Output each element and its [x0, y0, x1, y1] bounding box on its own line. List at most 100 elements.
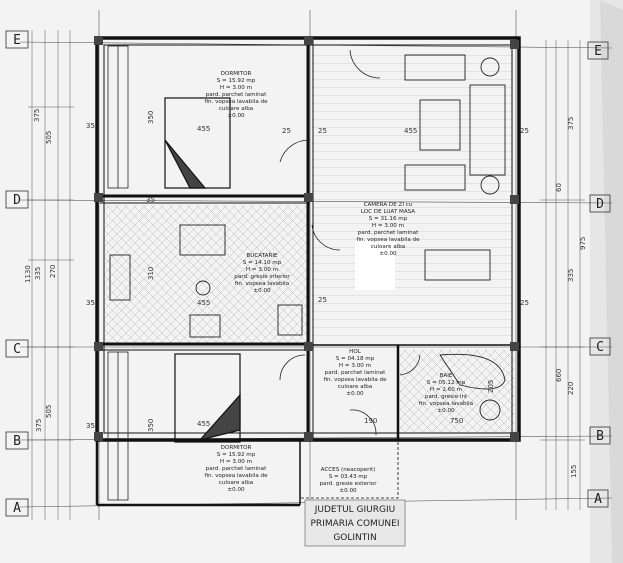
- room-dormitor-top: DORMITOR S = 15.92 mp H = 3.00 m pard. p…: [204, 71, 268, 119]
- axis-label-row-e: E: [13, 33, 21, 48]
- dim-label: 505: [45, 131, 53, 144]
- left-dimension-labels: 375 505 1130 335 270 505 375: [24, 109, 57, 432]
- room-name: BAIE: [440, 373, 453, 379]
- dim-label: 60: [555, 183, 563, 192]
- dim-label: 750: [450, 417, 463, 425]
- dim-label: 375: [567, 117, 575, 130]
- dim-label: 220: [567, 382, 575, 395]
- svg-text:H = 2.60 m: H = 2.60 m: [430, 387, 462, 393]
- svg-text:pard. parchet laminat: pard. parchet laminat: [325, 370, 386, 376]
- axis-label-col-a: A: [594, 492, 602, 507]
- svg-text:±0.00: ±0.00: [339, 488, 357, 494]
- dim-label: 660: [555, 369, 563, 382]
- axis-label-row-a: A: [13, 501, 21, 516]
- dim-label: 455: [404, 127, 417, 135]
- room-acces: ACCES (neacoperit) S = 03.43 mp pard. gr…: [319, 467, 377, 494]
- svg-text:fin. vopsea lavabila de: fin. vopsea lavabila de: [204, 99, 268, 105]
- svg-text:S = 03.43 mp: S = 03.43 mp: [329, 474, 368, 480]
- svg-text:S = 15.92 mp: S = 15.92 mp: [217, 452, 256, 458]
- kitchen-furniture: [109, 224, 303, 338]
- axis-label-col-b: B: [596, 429, 604, 444]
- svg-text:H = 3.00 m: H = 3.00 m: [220, 85, 252, 91]
- stamp-line: JUDETUL GIURGIU: [314, 505, 396, 515]
- axis-labels: E D C B A E D C B A: [5, 30, 611, 517]
- svg-text:LOC DE LUAT MASA: LOC DE LUAT MASA: [361, 209, 415, 215]
- svg-text:±0.00: ±0.00: [379, 251, 397, 257]
- room-name: BUCATARIE: [246, 253, 278, 259]
- svg-text:pard. parchet laminat: pard. parchet laminat: [358, 230, 419, 236]
- dim-label: 975: [579, 237, 587, 250]
- dim-label: 1130: [24, 265, 32, 283]
- dim-label: 335: [567, 269, 575, 282]
- svg-text:H = 3.00 m: H = 3.00 m: [372, 223, 404, 229]
- dim-label: 455: [197, 125, 210, 133]
- wardrobes: [107, 45, 129, 501]
- left-dimension-chain: [28, 30, 74, 520]
- room-name: DORMITOR: [221, 71, 252, 77]
- room-camera: CAMERA DE ZI cu LOC DE LUAT MASA S = 31.…: [356, 202, 420, 257]
- room-dormitor-bottom: DORMITOR S = 15.92 mp H = 3.00 m pard. p…: [204, 445, 268, 493]
- svg-text:fin. vopsea lavabila: fin. vopsea lavabila: [235, 281, 289, 287]
- svg-text:culoare alba: culoare alba: [338, 384, 372, 390]
- beds: [164, 97, 241, 443]
- dim-label: 455: [197, 299, 210, 307]
- svg-text:fin. vopsea lavabila de: fin. vopsea lavabila de: [323, 377, 387, 383]
- axis-label-row-d: D: [13, 193, 21, 208]
- living-floorboards: [313, 48, 513, 342]
- svg-text:H = 3.00 m: H = 3.00 m: [246, 267, 278, 273]
- svg-text:culoare alba: culoare alba: [219, 480, 253, 486]
- right-dimension-labels: 375 60 975 335 660 220 155: [555, 117, 587, 478]
- dim-label: 375: [33, 109, 41, 122]
- axis-label-col-c: C: [596, 340, 604, 355]
- svg-text:±0.00: ±0.00: [227, 487, 245, 493]
- bath-fixtures: [439, 353, 506, 421]
- dim-label: 35: [86, 122, 95, 130]
- svg-text:S = 31.16 mp: S = 31.16 mp: [369, 216, 408, 222]
- svg-text:H = 3.00 m: H = 3.00 m: [339, 363, 371, 369]
- svg-text:culoare alba: culoare alba: [219, 106, 253, 112]
- svg-text:±0.00: ±0.00: [227, 113, 245, 119]
- svg-text:fin. vopsea lavabila de: fin. vopsea lavabila de: [204, 473, 268, 479]
- axis-label-row-c: C: [13, 342, 21, 357]
- svg-text:fin. vopsea lavabila: fin. vopsea lavabila: [419, 401, 473, 407]
- dim-label: 25: [318, 127, 327, 135]
- dim-label: 190: [364, 417, 377, 425]
- stamp: JUDETUL GIURGIU PRIMARIA COMUNEI GOLINTI…: [304, 499, 406, 547]
- dim-label: 335: [34, 267, 42, 280]
- dim-label: 25: [520, 127, 529, 135]
- room-name: HOL: [349, 349, 362, 355]
- svg-text:±0.00: ±0.00: [346, 391, 364, 397]
- kitchen-tile-floor: [104, 205, 308, 345]
- dim-label: 350: [147, 111, 155, 124]
- dim-label: 25: [282, 127, 291, 135]
- stamp-line: PRIMARIA COMUNEI: [311, 519, 400, 529]
- axis-label-row-b: B: [13, 434, 21, 449]
- room-name: DORMITOR: [221, 445, 252, 451]
- svg-text:fin. vopsea lavabila de: fin. vopsea lavabila de: [356, 237, 420, 243]
- svg-text:S = 15.92 mp: S = 15.92 mp: [217, 78, 256, 84]
- dim-label: 310: [147, 267, 155, 280]
- svg-text:S = 05.12 mp: S = 05.12 mp: [427, 380, 466, 386]
- dim-label: 35: [86, 299, 95, 307]
- right-dimension-chain: [540, 40, 585, 510]
- svg-text:pard. gresie interior: pard. gresie interior: [234, 274, 290, 280]
- axis-label-col-e: E: [594, 44, 602, 59]
- room-baie: BAIE S = 05.12 mp H = 2.60 m pard. gresi…: [419, 373, 473, 414]
- dim-label: 270: [49, 265, 57, 278]
- svg-text:H = 3.00 m: H = 3.00 m: [220, 459, 252, 465]
- stamp-line: GOLINTIN: [333, 533, 376, 543]
- dim-label: 35: [86, 422, 95, 430]
- svg-text:pard. gresie exterior: pard. gresie exterior: [319, 481, 377, 487]
- svg-text:S = 14.10 mp: S = 14.10 mp: [243, 260, 282, 266]
- svg-text:±0.00: ±0.00: [437, 408, 455, 414]
- dim-label: 25: [520, 299, 529, 307]
- svg-text:culoare alba: culoare alba: [371, 244, 405, 250]
- dim-label: 375: [35, 419, 43, 432]
- svg-text:pard. parchet laminat: pard. parchet laminat: [206, 466, 267, 472]
- dim-label: 35: [146, 196, 155, 204]
- axis-label-col-d: D: [596, 197, 604, 212]
- door-swings: [279, 49, 421, 436]
- svg-text:pard. parchet laminat: pard. parchet laminat: [206, 92, 267, 98]
- room-name: CAMERA DE ZI cu: [364, 202, 413, 208]
- svg-text:±0.00: ±0.00: [253, 288, 271, 294]
